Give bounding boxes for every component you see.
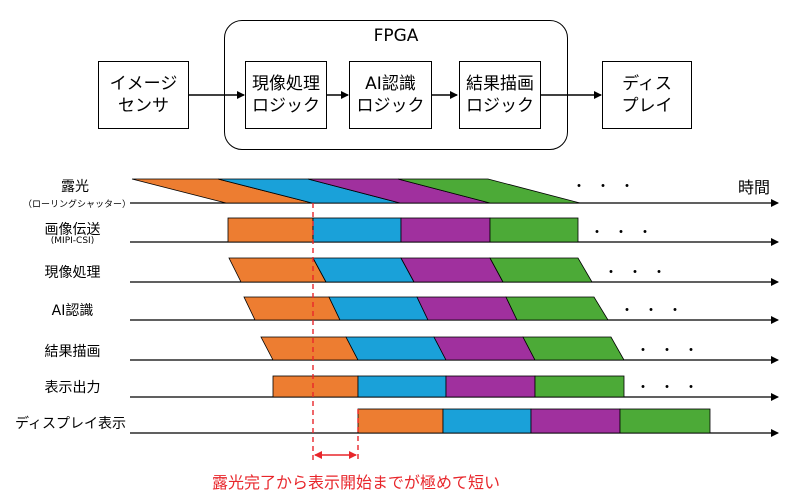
- dots-exposure: ・・・: [572, 179, 644, 195]
- dots-transfer: ・・・: [590, 225, 662, 241]
- dots-output: ・・・: [636, 380, 708, 396]
- row-label-result: 結果描画: [44, 344, 101, 360]
- dots-result: ・・・: [636, 343, 708, 359]
- result-frame-3: [433, 336, 536, 361]
- row-label-output: 表示出力: [44, 380, 101, 396]
- image-sensor-block: イメージ センサ: [98, 61, 189, 129]
- display-frame-1: [357, 408, 444, 434]
- transfer-frame-1: [227, 217, 314, 243]
- develop-frame-2: [312, 257, 415, 283]
- ai-frame-2: [328, 296, 429, 321]
- time-axis-label: 時間: [738, 178, 771, 197]
- result-frame-1: [260, 336, 359, 361]
- row-label-ai: AI認識: [51, 303, 94, 319]
- result-logic-block: 結果描画 ロジック: [459, 61, 541, 129]
- transfer-frame-3: [400, 217, 491, 243]
- display-block: ディス プレイ: [602, 61, 692, 129]
- row-sub-transfer: (MIPI-CSI): [50, 236, 95, 246]
- transfer-frame-4: [489, 217, 579, 243]
- develop-frame-1: [228, 257, 327, 283]
- develop-frame-3: [400, 257, 504, 283]
- display-frame-3: [530, 408, 621, 434]
- row-label-display: ディスプレイ表示: [14, 416, 127, 432]
- ai-frame-1: [243, 296, 341, 321]
- develop-logic-block: 現像処理 ロジック: [245, 61, 327, 129]
- output-frame-1: [272, 375, 359, 398]
- result-frame-4: [522, 336, 625, 361]
- ai-frame-4: [505, 296, 609, 321]
- exposure-frame-4: [397, 178, 581, 204]
- output-frame-4: [534, 375, 625, 398]
- display-frame-2: [442, 408, 532, 434]
- ai-frame-3: [416, 296, 518, 321]
- dots-develop: ・・・: [604, 265, 676, 281]
- row-label-transfer: 画像伝送: [44, 222, 101, 238]
- row-label-develop: 現像処理: [44, 265, 101, 281]
- display-frame-4: [619, 408, 711, 434]
- develop-frame-4: [489, 257, 593, 283]
- transfer-frame-2: [312, 217, 402, 243]
- dots-ai: ・・・: [620, 303, 692, 319]
- ai-logic-block: AI認識 ロジック: [349, 61, 432, 129]
- output-frame-3: [445, 375, 536, 398]
- fpga-container: [224, 20, 568, 150]
- row-sub-exposure: （ローリングシャッター）: [22, 200, 131, 210]
- row-label-exposure: 露光: [61, 179, 89, 195]
- latency-caption: 露光完了から表示開始までが極めて短い: [212, 473, 501, 492]
- fpga-title: FPGA: [373, 26, 419, 46]
- result-frame-2: [345, 336, 447, 361]
- output-frame-2: [357, 375, 447, 398]
